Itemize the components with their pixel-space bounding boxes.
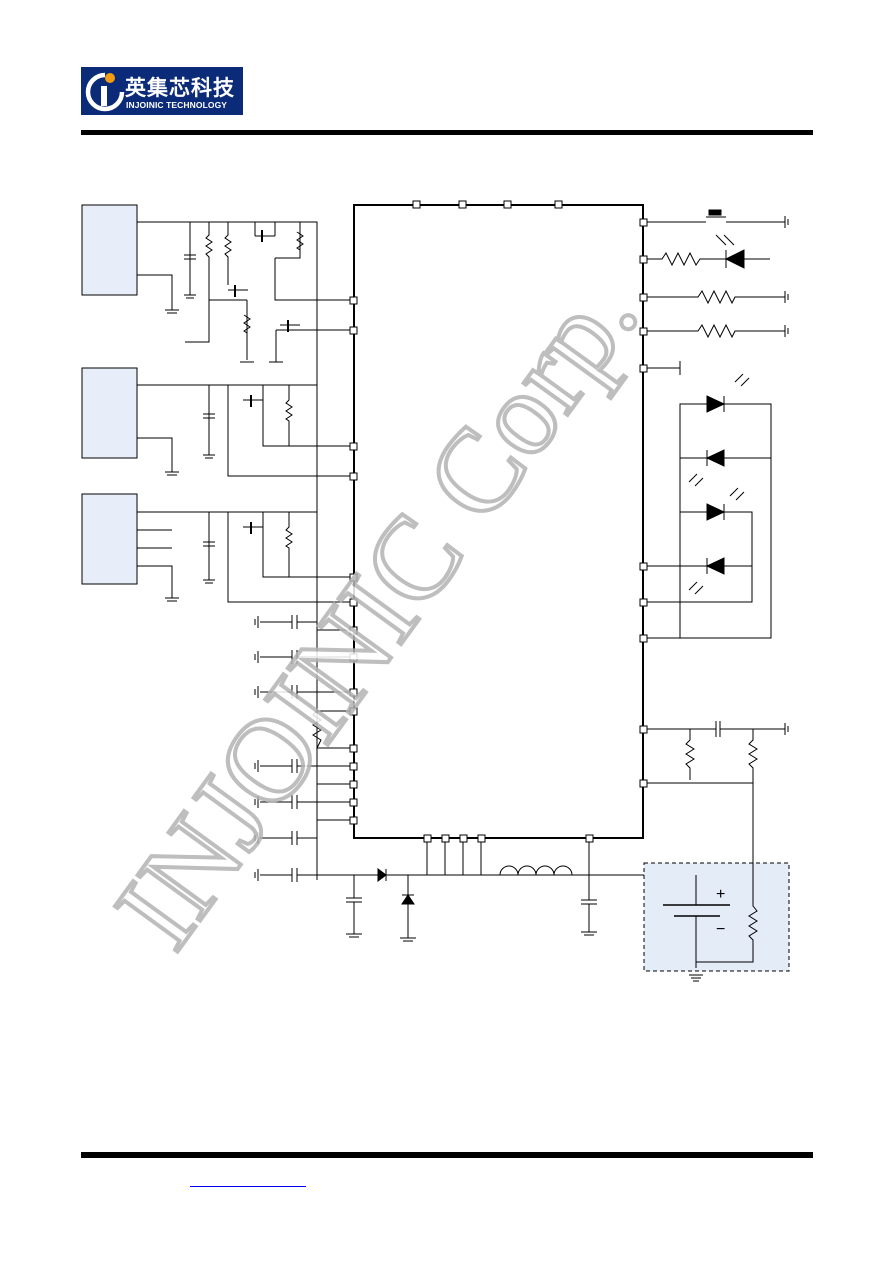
company-logo: 英集芯科技 INJOINIC TECHNOLOGY: [81, 67, 243, 115]
header-rule: [81, 130, 813, 135]
connector-block-2: [81, 367, 138, 459]
connector-block-3: [81, 493, 138, 585]
logo-english-text: INJOINIC TECHNOLOGY: [126, 100, 228, 110]
logo-chinese-text: 英集芯科技: [125, 76, 235, 100]
connector-block-1: [81, 204, 138, 296]
footer-rule: [81, 1152, 813, 1158]
battery-pack: [643, 862, 790, 972]
watermark-text: INJOINIC Corp.: [90, 252, 662, 971]
inductor: [499, 865, 573, 876]
battery-plus-label: +: [716, 886, 725, 903]
main-ic: [353, 204, 644, 839]
ic-pin-markers: [349, 200, 648, 843]
decoupling-caps: [254, 615, 354, 882]
footer-link[interactable]: [190, 1170, 306, 1187]
logo-mark-icon: [85, 72, 125, 112]
battery-minus-label: −: [716, 921, 725, 938]
